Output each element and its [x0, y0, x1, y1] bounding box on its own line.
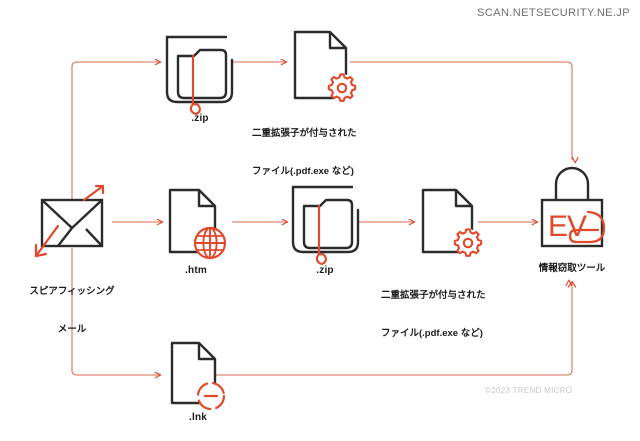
edge-doubleext-top-to-stealer	[350, 61, 572, 160]
document-gear-icon-middle	[421, 188, 483, 257]
document-link-icon	[170, 341, 226, 411]
envelope-icon	[34, 184, 105, 258]
edge-layer	[71, 61, 573, 376]
zip-folder-icon-top	[165, 35, 234, 115]
padlock-ev-text: EV	[548, 210, 587, 243]
document-gear-icon-top	[293, 30, 357, 102]
document-globe-icon	[168, 188, 227, 260]
edge-lnk-to-stealer-arrowhead	[567, 280, 577, 288]
padlock-stealer-icon: EV	[540, 166, 606, 248]
edge-mail-to-zip-top	[71, 62, 161, 212]
edge-lnk-to-stealer	[202, 283, 573, 376]
zip-folder-icon-middle	[291, 185, 360, 265]
edge-mail-to-lnk	[71, 248, 161, 375]
